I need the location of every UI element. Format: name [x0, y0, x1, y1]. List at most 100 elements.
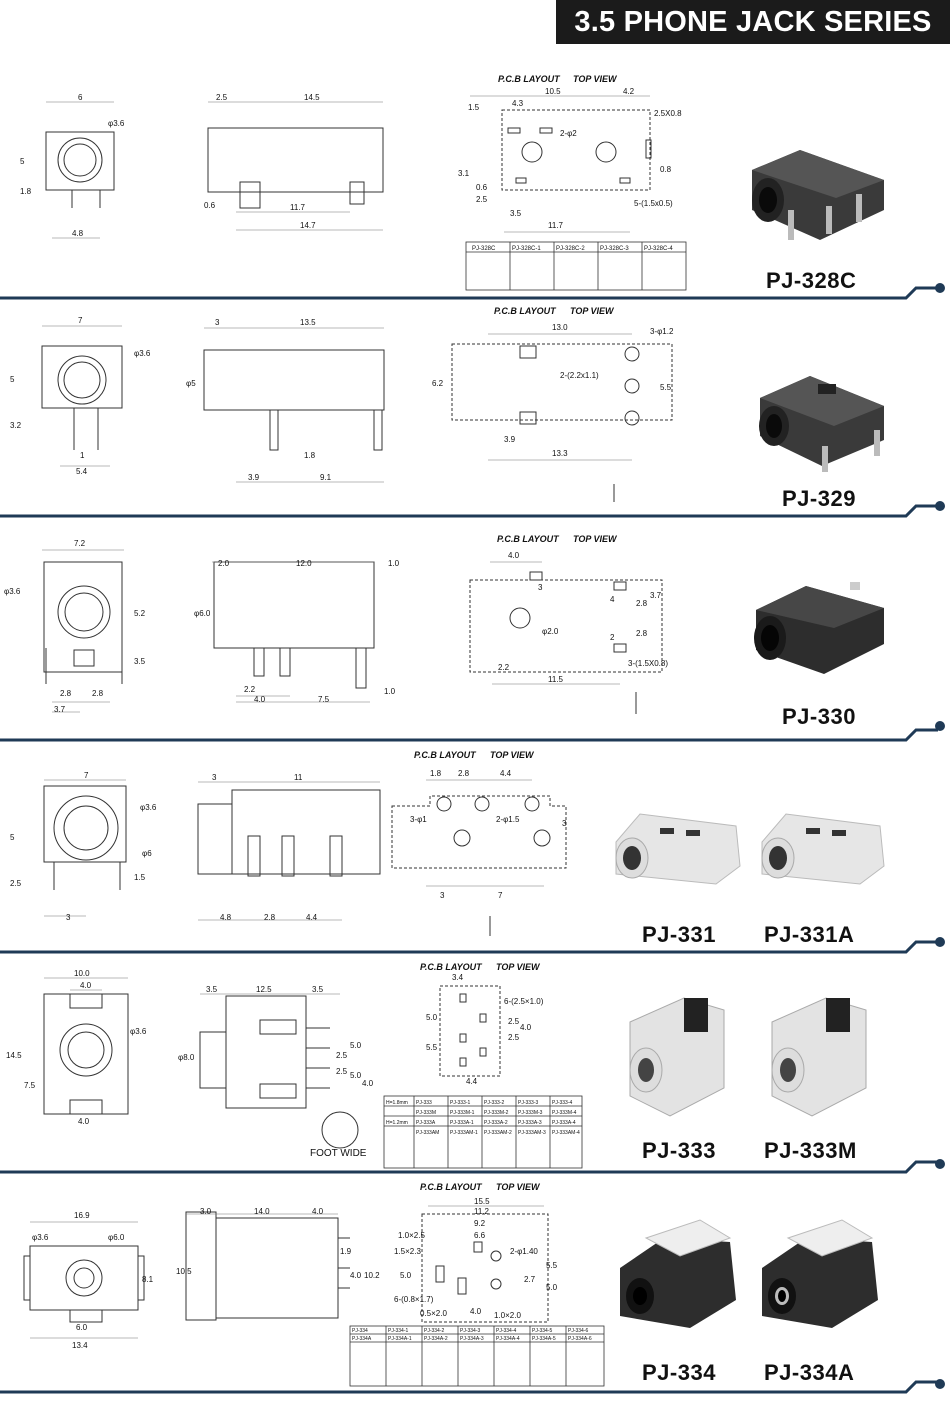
pj-333-table-3-2: PJ-333AM-1 — [450, 1130, 478, 1136]
pj-333-pcb-label: P.C.B LAYOUT — [420, 962, 482, 972]
pj-328c-pcb-dim-13: 11.7 — [548, 221, 564, 230]
pj-329-model: PJ-329 — [782, 486, 856, 511]
pj-333-table-1-4: PJ-333M-3 — [518, 1110, 543, 1116]
pj-334-front-dim-bottom: 6.0 — [76, 1323, 88, 1332]
pj-333-side-dim-a: 5.0 — [350, 1041, 362, 1050]
pj-328c-photo — [752, 150, 884, 240]
pj-330-pcb-dim-3: 4 — [610, 595, 615, 604]
pj-334-drawing: 16.9 φ3.6 φ6.0 8.1 6.0 13.4 3.0 14.0 4.0… — [0, 1197, 945, 1394]
pj-330-side-dim-pin-c: 7.5 — [318, 695, 330, 704]
pj-334-table-1-4: PJ-334A-4 — [496, 1336, 520, 1342]
pj-330-pcb-dim-2: 3 — [538, 583, 543, 592]
pj-333-side-dim-rear: 3.5 — [312, 985, 324, 994]
pj-334-pcb-dim-13: 0.5×2.0 — [420, 1309, 447, 1318]
pj-329-pcb-dim-4: 6.2 — [432, 379, 444, 388]
pj-329-front-dim-pins: 5.4 — [76, 467, 88, 476]
pj-334-table-1-3: PJ-334A-3 — [460, 1336, 484, 1342]
pj-334-pcb-dim-2: 11.2 — [474, 1207, 490, 1216]
pj-334-table-1-2: PJ-334A-2 — [424, 1336, 448, 1342]
pj-333-table-3-1: PJ-333AM — [416, 1130, 439, 1136]
divider-dot — [935, 501, 945, 511]
pj-334-pcb-dim-9: 5.5 — [546, 1261, 558, 1270]
pj-334-top-view-label: TOP VIEW — [496, 1182, 540, 1192]
pj-330-side-dim-rear: 1.0 — [388, 559, 400, 568]
pj-328c-schematic-3: PJ-328C-3 — [600, 246, 629, 252]
pj-333-table-2-1: PJ-333A — [416, 1120, 436, 1126]
divider-dot — [935, 721, 945, 731]
pj-333-table-2-4: PJ-333A-3 — [518, 1120, 542, 1126]
pj-330-pcb-dim-6: φ2.0 — [542, 627, 559, 636]
pj-334-pcb-dim-10: 2.7 — [524, 1275, 536, 1284]
pj-329-front-dim-hole: φ3.6 — [134, 349, 151, 358]
pj-333-photo — [629, 997, 725, 1117]
pj-334-table-0-3: PJ-334-3 — [460, 1328, 481, 1334]
pj-334-pcb-dim-5: 1.0×2.5 — [398, 1231, 425, 1240]
pj-328c-side-dim-front: 2.5 — [216, 93, 228, 102]
pj-328c-model: PJ-328C — [766, 268, 857, 293]
pj-334-table-0-2: PJ-334-2 — [424, 1328, 445, 1334]
divider-line — [0, 504, 938, 518]
pj-334-table-1-0: PJ-334A — [352, 1336, 372, 1342]
product-section-pj-330: 7.2 φ3.6 5.2 3.5 2.8 2.8 3.7 2.0 12.0 1.… — [0, 526, 950, 742]
pj-330-model: PJ-330 — [782, 704, 856, 729]
pj-333-pcb-dim-7: 4.0 — [520, 1023, 532, 1032]
pj-329-pcb-label: P.C.B LAYOUT — [494, 306, 556, 316]
pj-330-front-dim-pins: 3.7 — [54, 705, 66, 714]
pj-333-pcb-dim-4: 5.5 — [426, 1043, 438, 1052]
pj-331-front-dim-width: 7 — [84, 771, 89, 780]
pj-333-table-0-0: H=1.8mm — [386, 1100, 408, 1106]
pj-334-side-dim-body: 14.0 — [254, 1207, 270, 1216]
pj-331-pcb-dim-1: 1.8 — [430, 769, 442, 778]
pj-333-top-view-label: TOP VIEW — [496, 962, 540, 972]
pj-329-side-dim-body: 13.5 — [300, 318, 316, 327]
pj-330-pcb-dim-1: 4.0 — [508, 551, 520, 560]
pj-333-table-1-5: PJ-333M-4 — [552, 1110, 577, 1116]
page-title: 3.5 PHONE JACK SERIES — [574, 6, 932, 38]
pj-333-table-3-3: PJ-333AM-2 — [484, 1130, 512, 1136]
pj-330-pcb-dim-7: 2.8 — [636, 629, 648, 638]
pj-330-pcb-dim-8: 2 — [610, 633, 615, 642]
pj-331-pcb-dim-4: 3-φ1 — [410, 815, 427, 824]
pj-328c-pcb-label: P.C.B LAYOUT — [498, 74, 560, 84]
pj-334-model: PJ-334 — [642, 1360, 716, 1385]
pj-328c-schematic-4: PJ-328C-4 — [644, 246, 673, 252]
pj-334-front-dim-hole: φ3.6 — [32, 1233, 49, 1242]
pj-334-table-0-4: PJ-334-4 — [496, 1328, 517, 1334]
pj-333-table-0-4: PJ-333-3 — [518, 1100, 539, 1106]
pj-329-side-dim-pin: 1.8 — [304, 451, 316, 460]
divider-dot — [935, 1159, 945, 1169]
pj-330-front-dim-hole: φ3.6 — [4, 587, 21, 596]
pj-328c-front-dim-base: 1.8 — [20, 187, 32, 196]
pj-333-side-dim-e: 4.0 — [362, 1079, 374, 1088]
pj-331-side-dim-a: 4.8 — [220, 913, 232, 922]
pj-333-pcb-dim-8: 4.4 — [466, 1077, 478, 1086]
divider-dot — [935, 283, 945, 293]
pj-329-pcb-dim-6: 3.9 — [504, 435, 516, 444]
pj-330-side-dim-pin-b: 4.0 — [254, 695, 266, 704]
pj-331-front-dim-hole: φ3.6 — [140, 803, 157, 812]
pj-329-front-dim-width: 7 — [78, 316, 83, 325]
pj-333-table-0-3: PJ-333-2 — [484, 1100, 505, 1106]
pj-328c-side-dim-total: 14.7 — [300, 221, 316, 230]
pj-329-front-dim-pin: 1 — [80, 451, 85, 460]
divider-dot — [935, 937, 945, 947]
pj-329-side-dim-dia: φ5 — [186, 379, 196, 388]
pj-328c-side-dim-pin: 0.6 — [204, 201, 216, 210]
pj-328c-pcb-dim-10: 2.5 — [476, 195, 488, 204]
pj-328c-pcb-dim-9: 0.6 — [476, 183, 488, 192]
pj-334-front-dim-outer: φ6.0 — [108, 1233, 125, 1242]
pj-331-front-dim-height: 5 — [10, 833, 15, 842]
pj-334-front-dim-total: 13.4 — [72, 1341, 88, 1350]
pj-334-pcb-dim-4: 6.6 — [474, 1231, 486, 1240]
pj-330-front-dim-pin-a: 2.8 — [60, 689, 72, 698]
pj-333-side-dim-body: 12.5 — [256, 985, 272, 994]
pj-333-pcb-dim-1: 3.4 — [452, 973, 464, 982]
pj-331-side-dim-c: 4.4 — [306, 913, 318, 922]
pj-333-table-2-0: H=1.2mm — [386, 1120, 408, 1126]
pj-333-table-3-4: PJ-333AM-3 — [518, 1130, 546, 1136]
pj-329-front-dim-base: 3.2 — [10, 421, 22, 430]
pj-328c-pcb-dim-4: 4.3 — [512, 99, 524, 108]
pj-329-pcb-dim-5: 5.5 — [660, 383, 672, 392]
pj-331-side-dim-body: 11 — [294, 773, 303, 782]
pj-333-drawing: 10.0 4.0 φ3.6 14.5 7.5 4.0 3.5 12.5 3.5 … — [0, 969, 945, 1174]
